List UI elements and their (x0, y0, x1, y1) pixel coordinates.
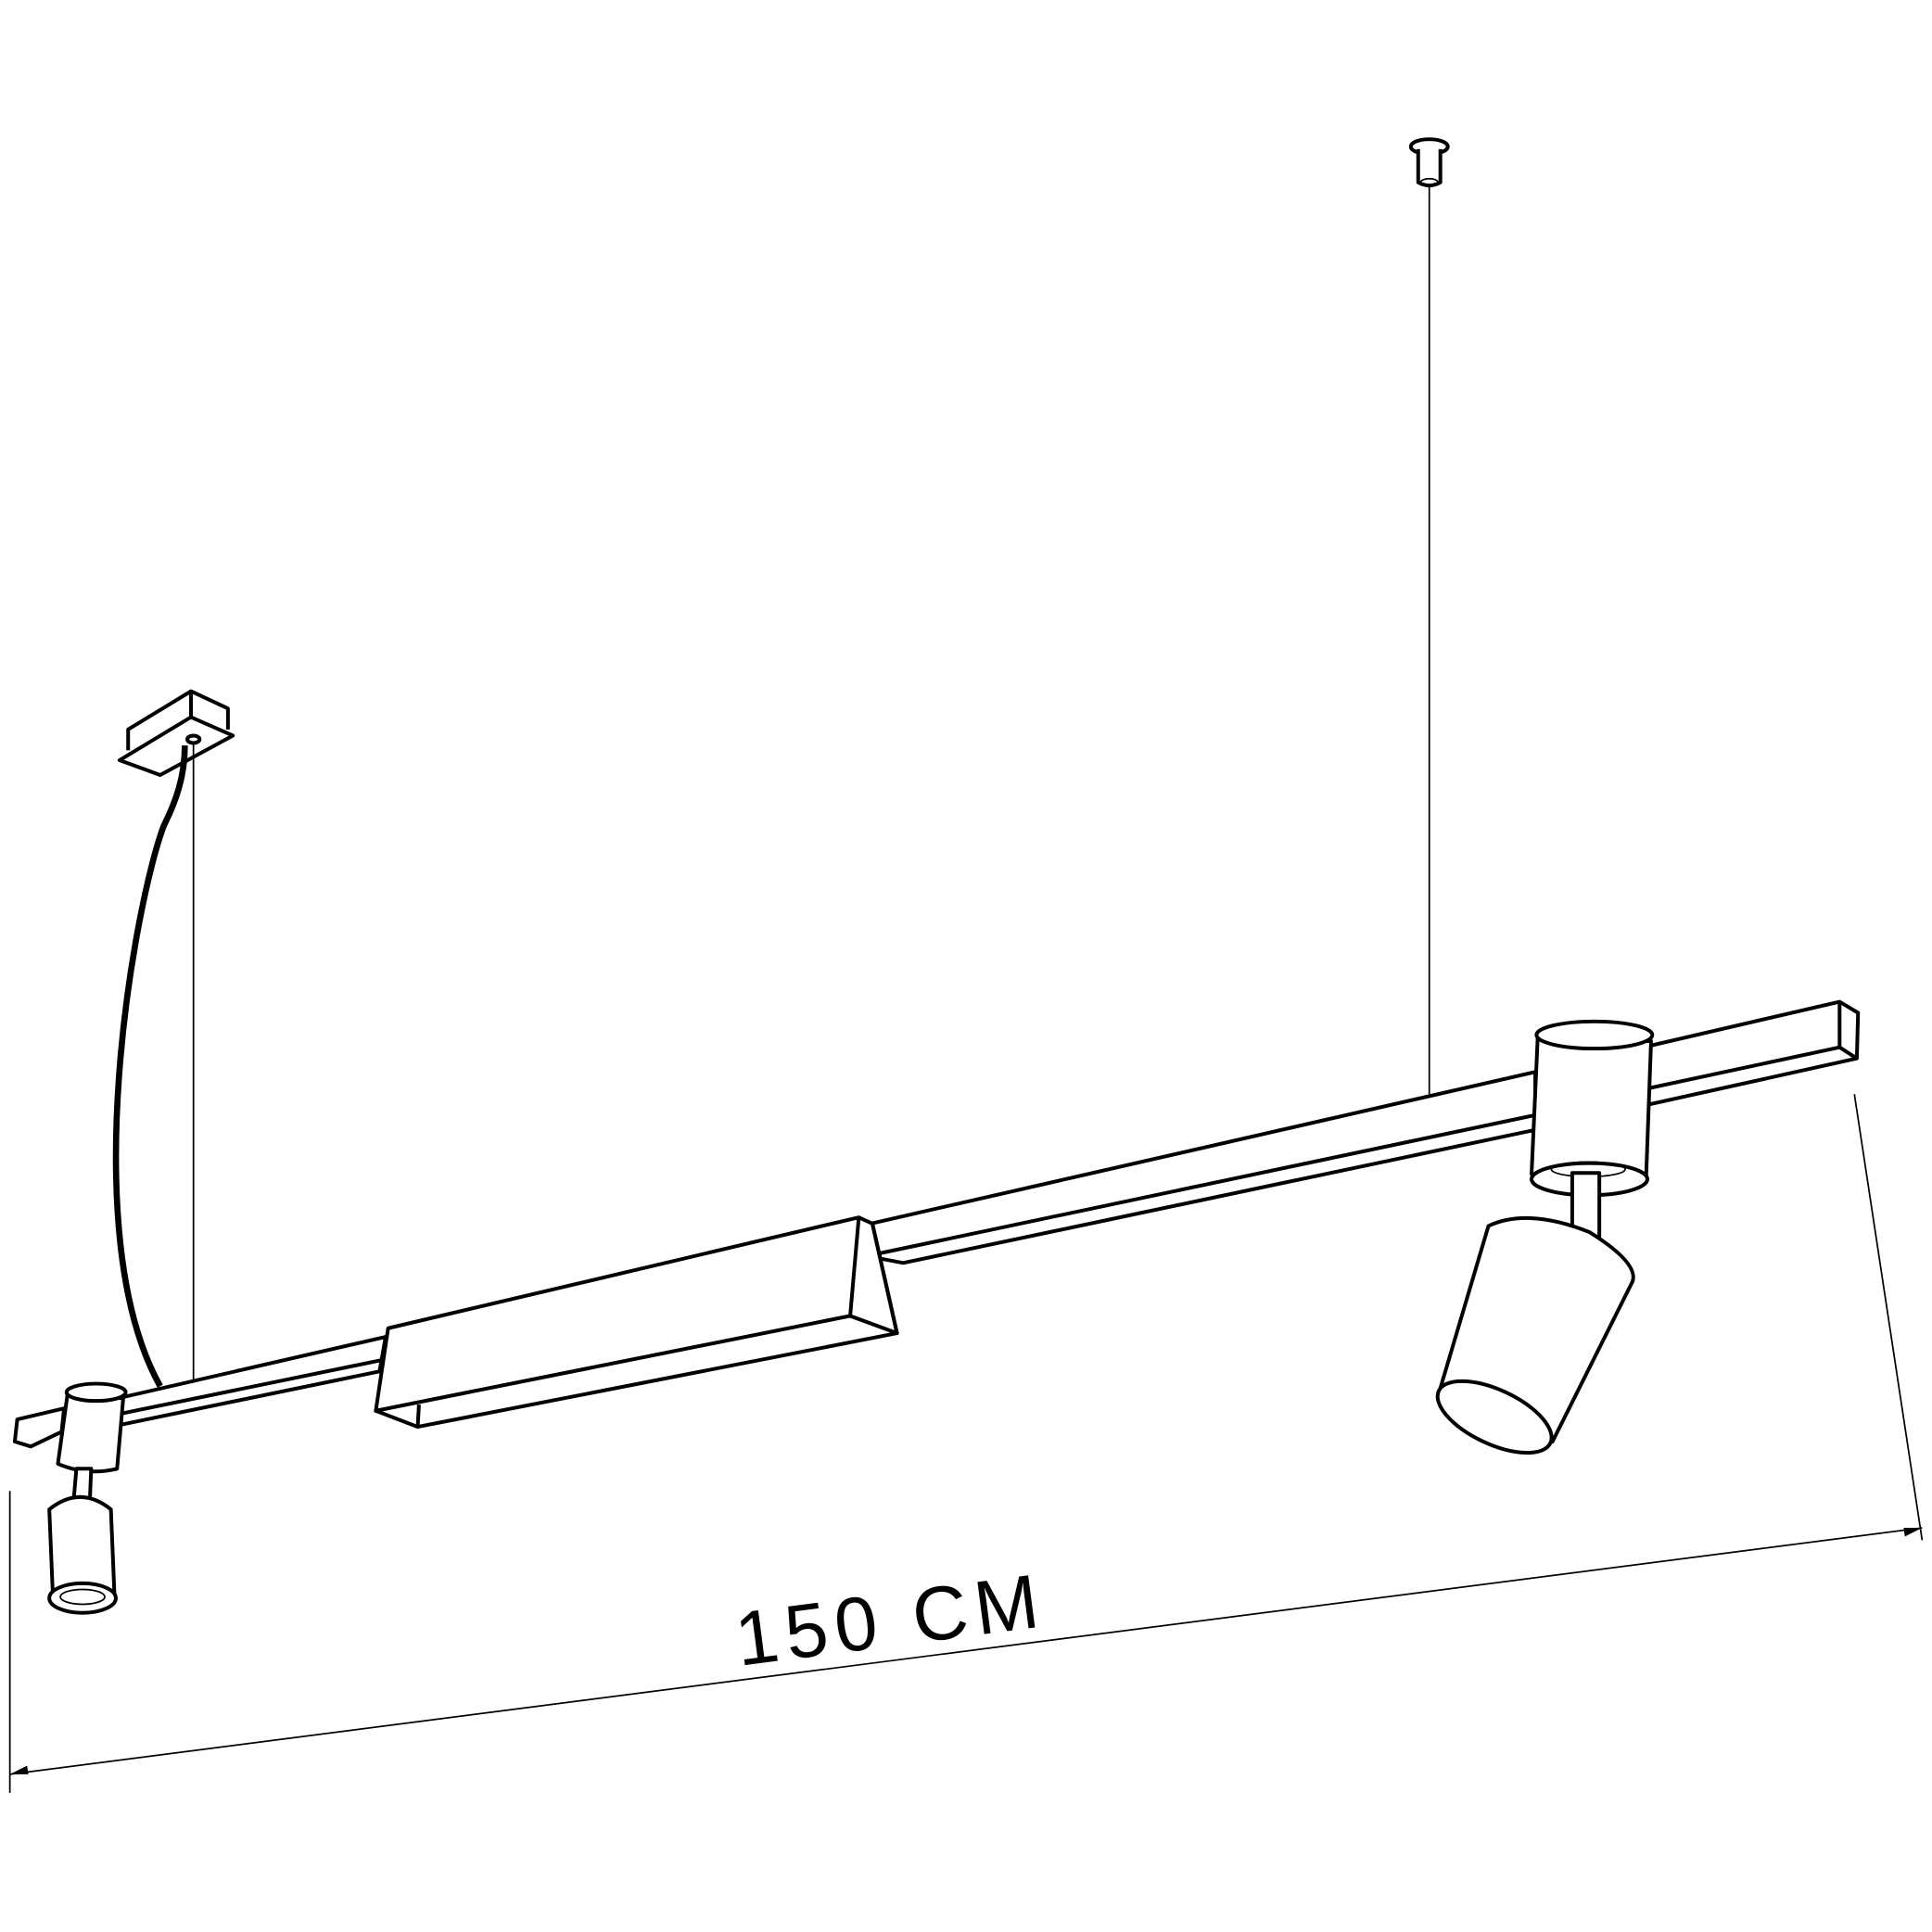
linear-light-module (374, 1215, 899, 1430)
ceiling-canopy-left (117, 689, 235, 777)
arrow-right-icon (1903, 1528, 1923, 1537)
connector-left (56, 1381, 128, 1474)
spotlight-right (1435, 1171, 1635, 1455)
connector-right (1530, 1019, 1655, 1198)
dimension-line (8, 1094, 1924, 1793)
ceiling-anchor-right (1408, 137, 1450, 188)
spotlight-left (47, 1467, 118, 1615)
dimension-label: 150 CM (731, 1557, 1050, 1683)
arrow-left-icon (9, 1765, 29, 1774)
power-cable (112, 745, 188, 1388)
